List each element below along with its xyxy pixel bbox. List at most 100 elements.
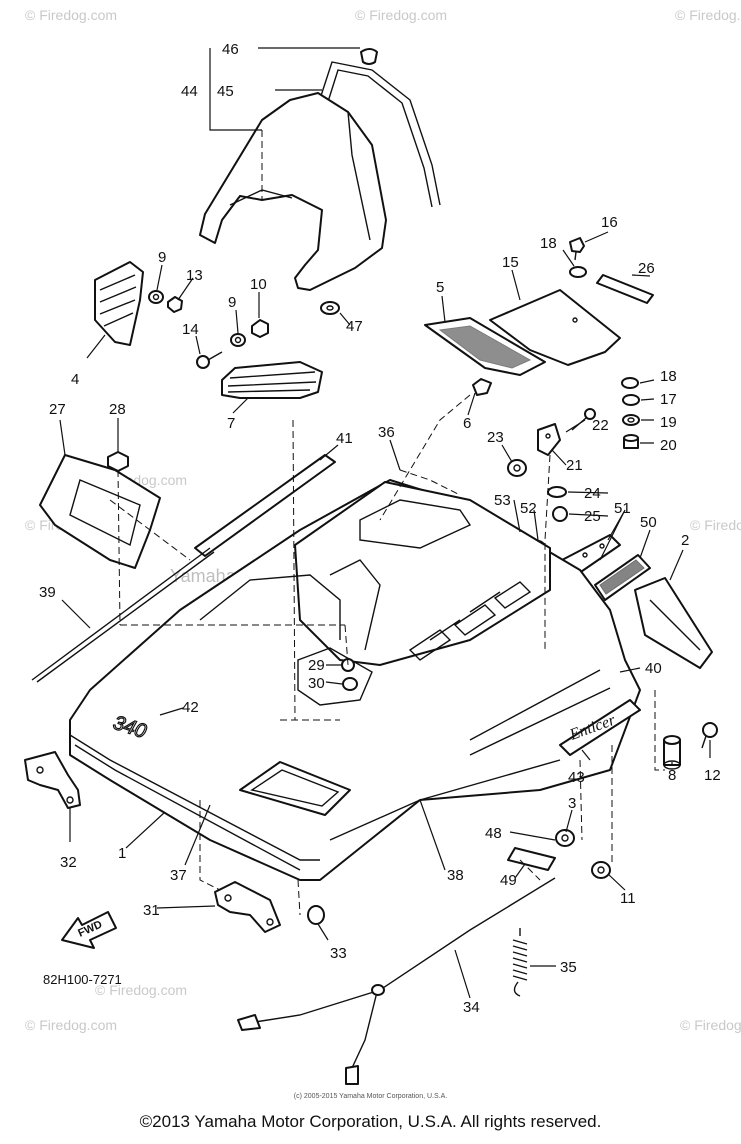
callout-11: 11 bbox=[620, 890, 636, 907]
callout-30: 30 bbox=[308, 675, 325, 692]
callout-26: 26 bbox=[638, 260, 655, 277]
callout-7: 7 bbox=[227, 415, 235, 432]
part-20-bushing bbox=[623, 434, 639, 449]
callout-29: 29 bbox=[308, 657, 325, 674]
assembly-dash-lines bbox=[109, 130, 665, 916]
callout-32: 32 bbox=[60, 854, 77, 871]
callout-36: 36 bbox=[378, 424, 395, 441]
callout-14: 14 bbox=[182, 321, 199, 338]
callout-38: 38 bbox=[447, 867, 464, 884]
part-30-grommet bbox=[342, 677, 358, 691]
callout-45: 45 bbox=[217, 83, 234, 100]
callout-50: 50 bbox=[640, 514, 657, 531]
part-4-grille bbox=[94, 261, 144, 346]
callout-35: 35 bbox=[560, 959, 577, 976]
part-39-strip bbox=[31, 547, 215, 683]
watermark: © Firedog.com bbox=[690, 517, 741, 533]
callout-43: 43 bbox=[568, 769, 585, 786]
part-17-washer bbox=[622, 394, 640, 406]
callout-8: 8 bbox=[668, 767, 676, 784]
part-11-grommet bbox=[591, 861, 611, 879]
callout-31: 31 bbox=[143, 902, 160, 919]
callout-47: 47 bbox=[346, 318, 363, 335]
callout-51: 51 bbox=[614, 500, 631, 517]
callout-2: 2 bbox=[681, 532, 689, 549]
callout-13: 13 bbox=[186, 267, 203, 284]
callout-18-b: 18 bbox=[660, 368, 677, 385]
callout-25: 25 bbox=[584, 508, 601, 525]
part-5-grille bbox=[424, 317, 546, 376]
part-18-washer-2 bbox=[621, 377, 639, 389]
part-3-grommet bbox=[555, 829, 575, 847]
part-15-panel bbox=[489, 289, 621, 366]
part-49-pad bbox=[507, 847, 556, 871]
callout-10: 10 bbox=[250, 276, 267, 293]
callout-12: 12 bbox=[704, 767, 721, 784]
watermark: © Firedog.com bbox=[95, 982, 187, 998]
copyright-notice: ©2013 Yamaha Motor Corporation, U.S.A. A… bbox=[139, 1112, 602, 1131]
part-32-hinge bbox=[24, 751, 81, 809]
part-13-nut bbox=[167, 296, 183, 313]
part-31-hinge bbox=[214, 881, 281, 933]
callout-9: 9 bbox=[158, 249, 166, 266]
part-16-screw bbox=[569, 237, 585, 261]
part-25-bushing bbox=[552, 506, 568, 522]
callout-18: 18 bbox=[540, 235, 557, 252]
part-18-washer bbox=[569, 266, 587, 278]
callout-3: 3 bbox=[568, 795, 576, 812]
part-50-emblem bbox=[594, 554, 651, 601]
callout-9-b: 9 bbox=[228, 294, 236, 311]
callout-34: 34 bbox=[463, 999, 480, 1016]
diagram-code: 82H100-7271 bbox=[43, 972, 122, 987]
part-9-nut-2 bbox=[230, 333, 246, 347]
watermark: © Firedog.com bbox=[25, 1017, 117, 1033]
callout-49: 49 bbox=[500, 872, 517, 889]
part-23-grommet bbox=[507, 459, 527, 477]
callout-53: 53 bbox=[494, 492, 511, 509]
part-24-nut bbox=[547, 486, 567, 498]
watermark: © Firedog.com bbox=[675, 7, 741, 23]
fwd-arrow-icon: FWD bbox=[61, 911, 117, 949]
part-47-washer bbox=[320, 301, 340, 315]
part-14-bolt bbox=[196, 351, 223, 369]
watermark: © Firedog.com bbox=[355, 7, 447, 23]
part-2-panel bbox=[634, 577, 713, 669]
part-45-seal bbox=[317, 61, 441, 208]
watermark: © Firedog.com bbox=[680, 1017, 741, 1033]
small-credit: (c) 2005-2015 Yamaha Motor Corporation, … bbox=[293, 1093, 448, 1100]
callout-4: 4 bbox=[71, 371, 79, 388]
part-26-rod bbox=[596, 274, 654, 304]
callout-22: 22 bbox=[592, 417, 609, 434]
callout-6: 6 bbox=[463, 415, 471, 432]
part-10-nut bbox=[251, 319, 269, 338]
part-19-washer bbox=[622, 414, 640, 426]
part-46-plug bbox=[360, 48, 378, 65]
watermark: © Firedog.com bbox=[25, 7, 117, 23]
part-28-nut bbox=[107, 451, 129, 472]
callout-33: 33 bbox=[330, 945, 347, 962]
callout-46: 46 bbox=[222, 41, 239, 58]
part-9-nut bbox=[148, 290, 164, 304]
callout-20: 20 bbox=[660, 437, 677, 454]
callouts: 46 44 45 16 18 26 9 13 10 9 15 5 47 14 4… bbox=[39, 41, 721, 1016]
callout-27: 27 bbox=[49, 401, 66, 418]
part-12-bolt bbox=[701, 722, 718, 749]
part-44-windshield bbox=[199, 92, 387, 291]
callout-1: 1 bbox=[118, 845, 126, 862]
callout-42: 42 bbox=[182, 699, 199, 716]
callout-15: 15 bbox=[502, 254, 519, 271]
callout-39: 39 bbox=[39, 584, 56, 601]
part-6-clip bbox=[472, 378, 492, 396]
callout-24: 24 bbox=[584, 485, 601, 502]
callout-52: 52 bbox=[520, 500, 537, 517]
callout-37: 37 bbox=[170, 867, 187, 884]
callout-44: 44 bbox=[181, 83, 198, 100]
callout-21: 21 bbox=[566, 457, 583, 474]
callout-16: 16 bbox=[601, 214, 618, 231]
callout-5: 5 bbox=[436, 279, 444, 296]
part-27-panel bbox=[39, 454, 161, 569]
part-34-cable bbox=[237, 877, 556, 1085]
part-33-bushing bbox=[307, 905, 325, 925]
callout-17: 17 bbox=[660, 391, 677, 408]
part-35-spring bbox=[512, 928, 528, 997]
